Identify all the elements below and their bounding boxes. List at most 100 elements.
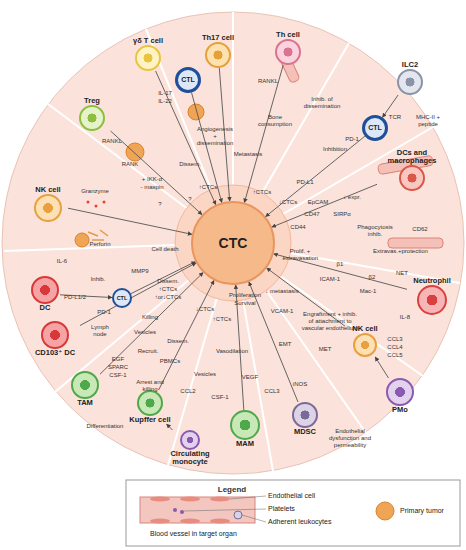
annotation-label: Extravas.+protection: [373, 248, 423, 255]
annotation-label: Vesicles: [190, 371, 220, 378]
annotation-label: β2: [366, 274, 378, 281]
annotation-label: VEGF: [238, 374, 263, 381]
cell-body: [180, 430, 200, 450]
annotation-label: Inhib.: [86, 276, 111, 283]
vessel-segments: [276, 47, 443, 248]
cell-circle: CTL: [112, 288, 132, 308]
annotation-label: Phagocytosis inhib.: [355, 224, 395, 238]
tumor-blobs: [75, 104, 204, 247]
annotation-label: Survival: [225, 300, 265, 307]
immune-cell: Treg: [72, 97, 112, 131]
annotation-label: Vesicles: [130, 329, 160, 336]
immune-cell: Circulating monocyte: [160, 430, 220, 466]
legend-entry: Adherent leukocytes: [268, 518, 331, 526]
immune-cell: MDSC: [288, 402, 323, 436]
cell-body: [135, 45, 161, 71]
annotation-label: CSF-1: [106, 372, 131, 379]
cell-body: [417, 285, 447, 315]
cell-body: [275, 39, 301, 65]
annotation-label: CD62: [408, 226, 433, 233]
annotation-label: Perforin: [83, 241, 118, 248]
cell-body: [386, 378, 414, 406]
cell-body: [205, 42, 231, 68]
effect-arrow: [267, 268, 345, 326]
cell-label: TAM: [77, 399, 93, 407]
annotation-label: ?: [155, 201, 165, 208]
annotation-label: RANKL: [97, 138, 127, 145]
annotation-label: CCL5: [383, 352, 408, 359]
cell-label: DC: [40, 304, 51, 312]
annotation-label: CCL4: [383, 344, 408, 351]
annotation-label: NET: [392, 270, 412, 277]
effect-arrow: [131, 262, 195, 294]
legend-title: Legend: [212, 485, 252, 494]
annotation-label: ↑CTCs: [247, 189, 277, 196]
legend-text: Primary tumor: [400, 507, 444, 514]
cell-label: CTL: [117, 295, 128, 302]
annotation-label: MHC-II + peptide: [411, 114, 446, 128]
annotation-label: Prolif. + extravasation: [283, 248, 318, 262]
annotation-label: TCR: [385, 114, 405, 121]
annotation-label: MMP9: [128, 268, 153, 275]
perforin-strokes: [88, 230, 108, 240]
annotation-label: SIRPα: [330, 211, 355, 218]
legend-text: Endothelial cell: [268, 492, 315, 499]
annotation-label: CSF-1: [208, 394, 233, 401]
cell-label: CTC: [219, 236, 248, 251]
cell-label: Th17 cell: [202, 34, 234, 42]
effect-arrow: [68, 208, 192, 234]
annotation-label: IL-8: [395, 314, 415, 321]
immune-cell: TAM: [70, 371, 100, 407]
annotation-label: ↓ expr.: [337, 194, 367, 201]
cell-label: CTL: [368, 124, 382, 132]
cell-circle: CTC: [191, 201, 275, 285]
annotation-label: EpCAM: [303, 199, 333, 206]
annotation-label: Granzyme: [78, 188, 113, 195]
cell-label: Kupffer cell: [129, 416, 170, 424]
annotation-label: Endothelial dysfunction and permeability: [325, 428, 375, 449]
immune-cell: Th17 cell: [196, 34, 240, 68]
effect-arrow: [167, 424, 173, 430]
immune-cell: NK cell: [28, 186, 68, 222]
annotation-label: PD-L1/2: [60, 294, 90, 301]
annotation-label: iNOS: [288, 381, 313, 388]
legend-entry: Primary tumor: [400, 507, 444, 515]
immune-cell: Kupffer cell: [125, 390, 175, 424]
effect-arrow: [375, 357, 388, 378]
annotation-label: ↓CTCs: [273, 199, 303, 206]
annotation-label: ↑CTCs: [153, 286, 183, 293]
cell-body: [353, 333, 377, 357]
legend-vessel-sample: [140, 496, 266, 524]
immune-cell: γδ T cell: [128, 37, 168, 71]
annotation-label: - maspin: [135, 184, 170, 191]
annotation-label: PBMCs: [155, 358, 185, 365]
annotation-label: IL-22: [150, 98, 180, 105]
cell-body: [137, 390, 163, 416]
cell-circle: CTL: [362, 115, 388, 141]
cell-body: [31, 276, 59, 304]
immune-cell: ILC2: [390, 61, 430, 95]
cell-label: PMo: [392, 406, 408, 414]
annotation-label: Mac-1: [353, 288, 383, 295]
effect-arrow: [266, 136, 365, 216]
cell-body: [79, 105, 105, 131]
effect-arrow: [383, 95, 399, 117]
immune-cell: CD103⁺ DC: [30, 321, 80, 357]
outer-ring: [2, 12, 464, 474]
annotation-label: Differentiation: [83, 423, 128, 430]
cell-label: Treg: [84, 97, 100, 105]
annotation-label: Metastasis: [228, 151, 268, 158]
immune-cell: DC: [30, 276, 60, 312]
annotation-label: RANK: [115, 161, 145, 168]
legend-entry: Blood vessel in target organ: [150, 530, 237, 538]
annotation-label: MET: [315, 346, 335, 353]
legend-text: Platelets: [268, 505, 295, 512]
cell-label: CTL: [181, 76, 195, 84]
annotation-label: CD44: [286, 224, 311, 231]
cell-label: MAM: [236, 440, 254, 448]
annotation-label: CCL3: [383, 336, 408, 343]
annotation-label: Lymph node: [85, 324, 115, 338]
annotation-label: Inhibition: [315, 146, 355, 153]
annotation-label: RANKL: [253, 78, 283, 85]
legend-entry: Endothelial cell: [268, 492, 315, 500]
